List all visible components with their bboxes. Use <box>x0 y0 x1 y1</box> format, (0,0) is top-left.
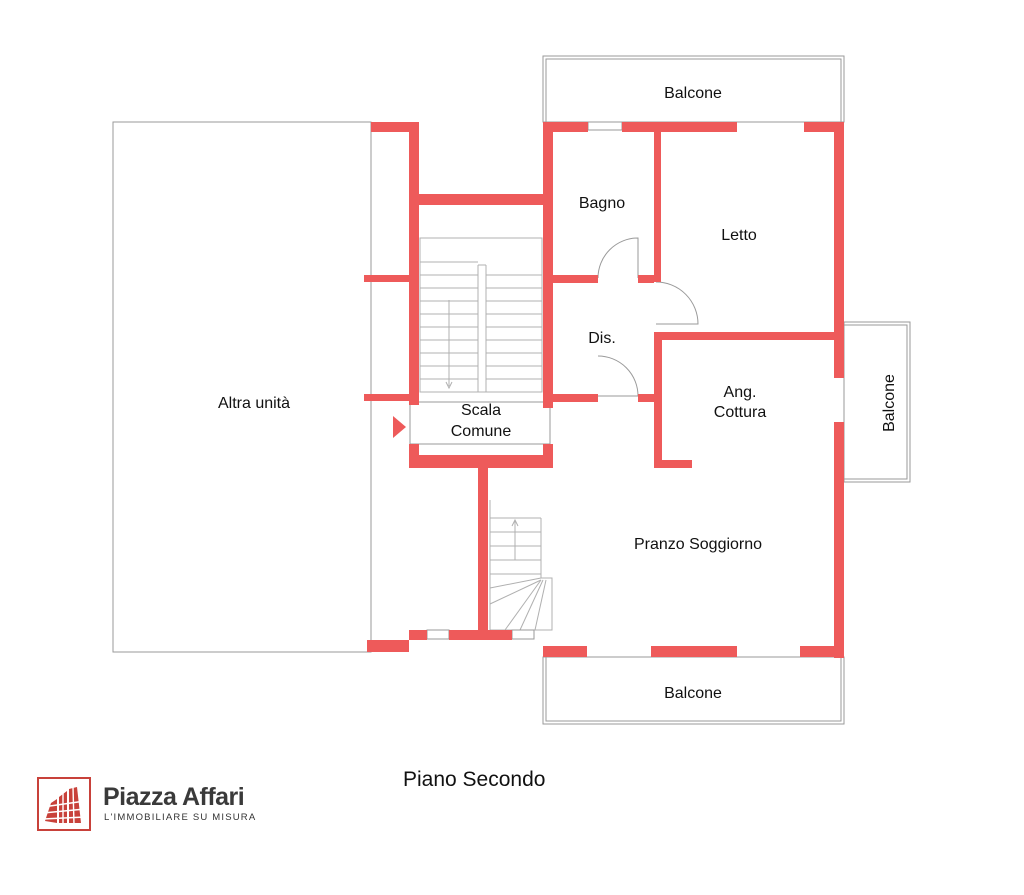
door-letto <box>655 281 699 325</box>
brand-tagline: L'IMMOBILIARE SU MISURA <box>104 812 257 823</box>
entrance-arrow-icon <box>393 416 406 438</box>
floor-plan: Balcone Bagno Letto Dis. Altra unità Sca… <box>112 55 911 725</box>
brand-logo: Piazza Affari L'IMMOBILIARE SU MISURA <box>37 777 277 833</box>
room-labels: Balcone Bagno Letto Dis. Altra unità Sca… <box>218 85 898 702</box>
staircase-upper <box>419 237 543 393</box>
window-bottom-mid <box>511 629 535 640</box>
building-grid-icon <box>37 777 91 831</box>
floor-title: Piano Secondo <box>403 768 546 791</box>
label-scala-line2: Comune <box>451 423 512 440</box>
label-balcone-bottom: Balcone <box>664 685 722 702</box>
label-ang-line2: Cottura <box>714 404 767 421</box>
brand-name: Piazza Affari <box>103 783 245 811</box>
staircase-lower <box>489 500 553 631</box>
altra-unita-outline <box>112 121 372 653</box>
door-bagno <box>597 237 639 279</box>
label-balcone-right: Balcone <box>881 374 898 432</box>
plan-outlines <box>112 55 911 725</box>
walls <box>364 122 844 658</box>
window-top <box>587 121 623 131</box>
balcone-right-outline <box>843 321 911 483</box>
label-pranzo: Pranzo Soggiorno <box>634 536 762 553</box>
stair-treads-right <box>486 274 542 380</box>
label-scala-line1: Scala <box>461 402 501 419</box>
window-bottom-left <box>426 629 450 640</box>
balcone-right-inner <box>843 324 908 480</box>
label-dis: Dis. <box>588 330 616 347</box>
label-ang-line1: Ang. <box>724 384 757 401</box>
label-letto: Letto <box>721 227 757 244</box>
label-bagno: Bagno <box>579 195 625 212</box>
label-balcone-top: Balcone <box>664 85 722 102</box>
scala-landing-outline <box>409 401 551 445</box>
door-dis-bottom <box>597 355 639 397</box>
label-altra-unita: Altra unità <box>218 395 290 412</box>
